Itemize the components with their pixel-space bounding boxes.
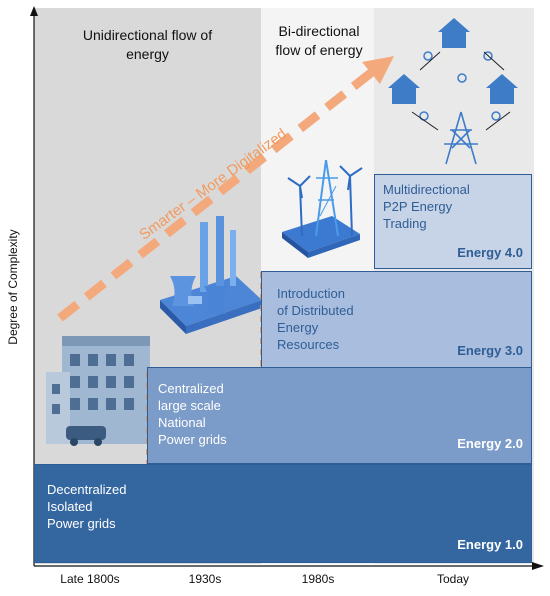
unidirectional-title-line: energy	[126, 46, 169, 62]
bidirectional-title-line: flow of energy	[275, 42, 363, 58]
stage-energy-3-description: Introduction of Distributed Energy Resou…	[277, 285, 354, 353]
description-line: Decentralized	[47, 482, 127, 497]
description-line: Resources	[277, 337, 340, 352]
description-line: Introduction	[277, 286, 345, 301]
unidirectional-flow-title: Unidirectional flow of energy	[55, 26, 240, 64]
timeline-tick: Late 1800s	[60, 572, 120, 586]
timeline-tick: 1980s	[301, 572, 335, 586]
description-line: Power grids	[158, 432, 227, 447]
stage-energy-2-description: Centralized large scale National Power g…	[158, 380, 227, 448]
stage-energy-1: Decentralized Isolated Power grids Energ…	[34, 464, 532, 563]
description-line: Centralized	[158, 381, 224, 396]
description-line: Trading	[383, 216, 427, 231]
stage-energy-1-label: Energy 1.0	[457, 537, 523, 552]
description-line: National	[158, 415, 206, 430]
description-line: large scale	[158, 398, 221, 413]
stage-energy-4-description: Multidirectional P2P Energy Trading	[383, 181, 470, 232]
stage-energy-1-description: Decentralized Isolated Power grids	[47, 481, 127, 532]
stage-energy-4: Multidirectional P2P Energy Trading Ener…	[374, 174, 532, 269]
stage-energy-3-label: Energy 3.0	[457, 343, 523, 358]
description-line: Power grids	[47, 516, 116, 531]
trend-arrow-head	[362, 56, 394, 84]
y-axis-label: Degree of Complexity	[6, 229, 20, 345]
description-line: P2P Energy	[383, 199, 453, 214]
timeline-tick: 1930s	[188, 572, 222, 586]
stage-energy-3: Introduction of Distributed Energy Resou…	[261, 271, 532, 369]
factory-building-illustration	[46, 336, 150, 446]
unidirectional-title-line: Unidirectional flow of	[82, 27, 213, 43]
description-line: Energy	[277, 320, 319, 335]
stage-energy-4-label: Energy 4.0	[457, 245, 523, 260]
bidirectional-flow-title: Bi-directional flow of energy	[264, 22, 374, 60]
wind-tower-illustration	[282, 159, 363, 258]
power-plant-illustration	[160, 216, 262, 334]
p2p-network-illustration	[388, 18, 518, 165]
bidirectional-title-line: Bi-directional	[278, 23, 360, 39]
y-axis-arrowhead	[30, 6, 38, 16]
x-axis-arrowhead	[532, 562, 544, 570]
description-line: Isolated	[47, 499, 93, 514]
description-line: Multidirectional	[383, 182, 470, 197]
timeline-tick: Today	[436, 572, 470, 586]
stage-energy-2: Centralized large scale National Power g…	[147, 367, 532, 464]
description-line: of Distributed	[277, 303, 354, 318]
stage-energy-2-label: Energy 2.0	[457, 436, 523, 451]
